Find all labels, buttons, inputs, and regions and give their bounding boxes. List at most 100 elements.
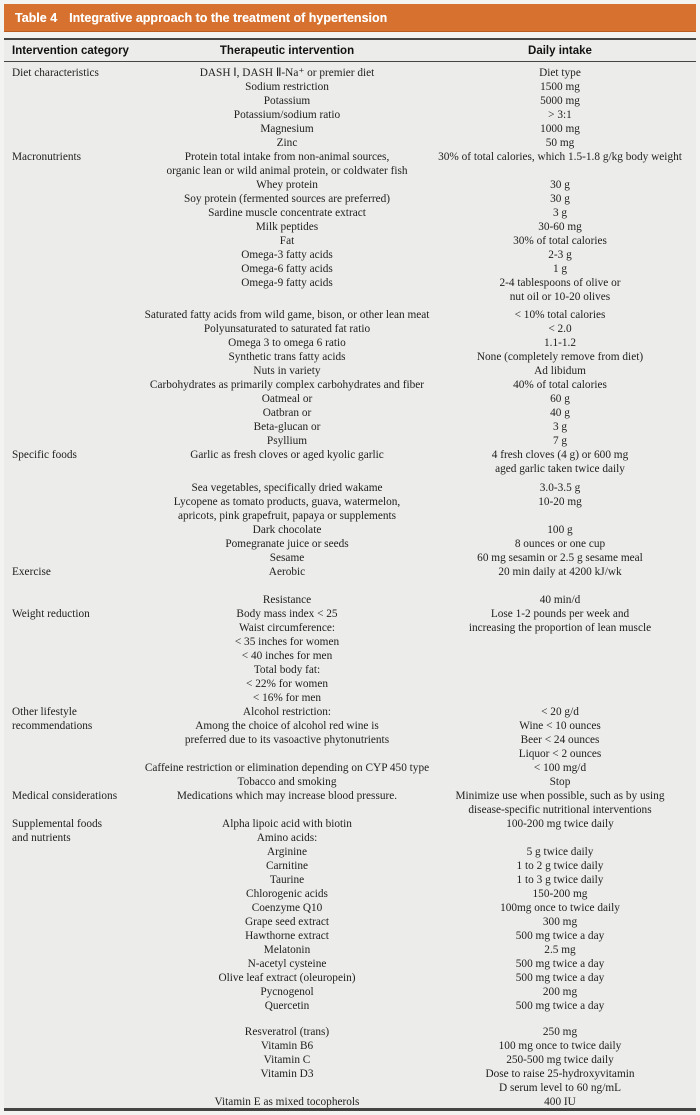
intake-cell: 3 g	[552, 421, 568, 433]
table-row: Vitamin D3 Dose to raise 25-hydroxyvitam…	[4, 1067, 696, 1081]
intake-cell: 60 g	[550, 393, 570, 405]
table-row: D serum level to 60 ng/mL	[4, 1081, 696, 1095]
category-cell	[12, 248, 142, 262]
category-cell	[12, 322, 142, 336]
intake-cell: 40 min/d	[539, 594, 581, 606]
intervention-cell: Arginine	[267, 846, 307, 858]
bottom-rule	[4, 1108, 696, 1111]
intervention-cell: Coenzyme Q10	[251, 902, 323, 914]
intake-cell: 5 g twice daily	[526, 846, 594, 858]
table-row: Tobacco and smoking Stop	[4, 775, 696, 789]
table-title: Integrative approach to the treatment of…	[69, 10, 388, 25]
category-cell	[12, 523, 142, 537]
table-row: Quercetin 500 mg twice a day	[4, 999, 696, 1013]
intake-cell: 500 mg twice a day	[515, 930, 605, 942]
table-row: preferred due to its vasoactive phytonut…	[4, 733, 696, 747]
table-row: Medical considerations Medications which…	[4, 789, 696, 803]
intervention-cell: < 35 inches for women	[234, 636, 340, 648]
table-row: Liquor < 2 ounces	[4, 747, 696, 761]
intervention-cell: Caffeine restriction or elimination depe…	[144, 762, 430, 774]
category-cell: Weight reduction	[12, 608, 90, 620]
table-row: aged garlic taken twice daily	[4, 462, 696, 476]
category-cell: Macronutrients	[12, 151, 82, 163]
intake-cell: Diet type	[539, 67, 581, 79]
category-cell	[12, 929, 142, 943]
table-row: Milk peptides 30-60 mg	[4, 220, 696, 234]
intervention-cell: Melatonin	[263, 944, 311, 956]
category-cell	[12, 691, 142, 705]
table-row: Synthetic trans fatty acids None (comple…	[4, 350, 696, 364]
table-row: Vitamin C 250-500 mg twice daily	[4, 1053, 696, 1067]
intake-cell	[432, 635, 688, 649]
intake-cell: 100mg once to twice daily	[500, 902, 620, 914]
intake-cell: 1 to 3 g twice daily	[516, 874, 604, 886]
table-row: Exercise Aerobic 20 min daily at 4200 kJ…	[4, 565, 696, 579]
table-row: Arginine 5 g twice daily	[4, 845, 696, 859]
intervention-cell: Protein total intake from non-animal sou…	[184, 151, 390, 163]
column-header-daily-intake: Daily intake	[528, 44, 592, 57]
category-cell	[12, 462, 142, 476]
intervention-cell: Vitamin B6	[260, 1040, 314, 1052]
table-card: Table 4 Integrative approach to the trea…	[4, 4, 696, 1111]
category-cell	[12, 859, 142, 873]
category-cell: Supplemental foods	[12, 818, 103, 830]
intake-cell: 20 min daily at 4200 kJ/wk	[498, 566, 622, 578]
intervention-cell: Tobacco and smoking	[237, 776, 337, 788]
category-cell	[12, 80, 142, 94]
category-cell	[12, 1067, 142, 1081]
category-cell: Other lifestyle	[12, 706, 77, 718]
table-row: < 22% for women	[4, 677, 696, 691]
intervention-cell: Sesame	[269, 552, 305, 564]
intervention-cell: Saturated fatty acids from wild game, bi…	[144, 309, 430, 321]
intervention-cell: Alpha lipoic acid with biotin	[222, 818, 352, 830]
spacer-row	[4, 1013, 696, 1025]
category-cell	[12, 677, 142, 691]
intake-cell: Liquor < 2 ounces	[518, 748, 602, 760]
intake-cell: 1 to 2 g twice daily	[516, 860, 604, 872]
table-row: Omega-6 fatty acids 1 g	[4, 262, 696, 276]
intervention-cell: Pomegranate juice or seeds	[225, 538, 349, 550]
intake-cell	[432, 691, 688, 705]
table-row: Other lifestyle Alcohol restriction: < 2…	[4, 705, 696, 719]
title-gap	[4, 32, 696, 38]
category-cell	[12, 915, 142, 929]
intervention-cell: Pycnogenol	[260, 986, 314, 998]
intervention-cell: Carnitine	[265, 860, 309, 872]
intake-cell: 4 fresh cloves (4 g) or 600 mg	[491, 449, 629, 461]
category-cell	[12, 206, 142, 220]
category-cell	[12, 350, 142, 364]
table-row: Supplemental foods Alpha lipoic acid wit…	[4, 817, 696, 831]
intervention-cell: Fat	[279, 235, 295, 247]
intake-cell: 100-200 mg twice daily	[506, 818, 614, 830]
table-number-label: Table 4	[15, 10, 58, 25]
table-row: < 16% for men	[4, 691, 696, 705]
table-row: Melatonin 2.5 mg	[4, 943, 696, 957]
table-row: Omega-9 fatty acids 2-4 tablespoons of o…	[4, 276, 696, 290]
table-row: Saturated fatty acids from wild game, bi…	[4, 308, 696, 322]
intake-cell	[432, 831, 688, 845]
intake-cell: 30% of total calories	[513, 235, 607, 247]
intervention-cell: Olive leaf extract (oleuropein)	[218, 972, 356, 984]
intake-cell: > 3:1	[548, 109, 572, 121]
table-row: Total body fat:	[4, 663, 696, 677]
intake-cell: 150-200 mg	[532, 888, 588, 900]
table-row: and nutrients Amino acids:	[4, 831, 696, 845]
category-cell	[12, 845, 142, 859]
intake-cell: 500 mg twice a day	[515, 958, 605, 970]
intervention-cell: Dark chocolate	[252, 524, 322, 536]
category-cell	[12, 957, 142, 971]
table-row: Dark chocolate 100 g	[4, 523, 696, 537]
intervention-cell	[142, 462, 432, 476]
category-cell	[12, 392, 142, 406]
intake-cell: disease-specific nutritional interventio…	[468, 804, 652, 816]
intervention-cell: Sardine muscle concentrate extract	[208, 207, 366, 219]
intake-cell: 40% of total calories	[513, 379, 607, 391]
intervention-cell: Among the choice of alcohol red wine is	[195, 720, 379, 732]
table-row: Pomegranate juice or seeds 8 ounces or o…	[4, 537, 696, 551]
intake-cell: None (completely remove from diet)	[476, 351, 644, 363]
intake-cell: Minimize use when possible, such as by u…	[455, 790, 665, 802]
intake-cell: 1000 mg	[540, 123, 580, 135]
intake-cell: 100 mg once to twice daily	[498, 1040, 622, 1052]
intake-cell	[432, 649, 688, 663]
intake-cell	[432, 663, 688, 677]
